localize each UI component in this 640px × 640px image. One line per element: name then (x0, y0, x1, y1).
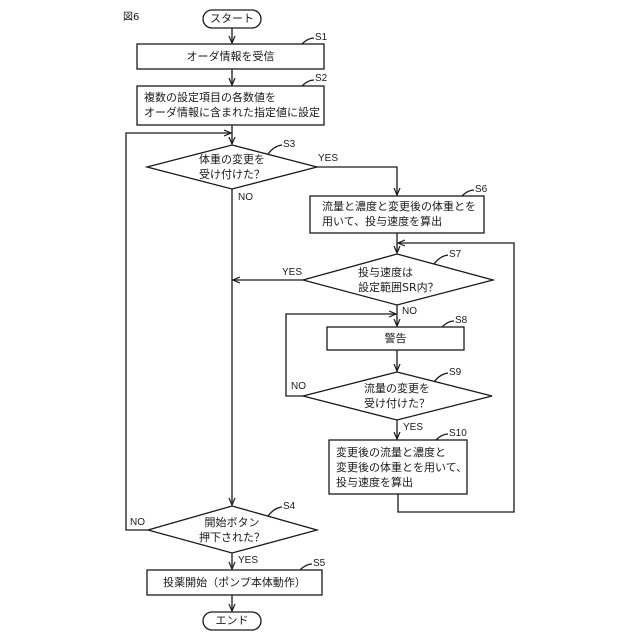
s10-leader (436, 434, 448, 440)
s2-text-line2: オーダ情報に含まれた指定値に設定 (144, 105, 320, 120)
s2-text-line1: 複数の設定項目の各数値を (144, 90, 276, 105)
s4-text-line1: 開始ボタン (182, 515, 282, 530)
s3-text-line1: 体重の変更を (182, 152, 282, 167)
s8-step-id: S8 (455, 315, 467, 326)
s1-leader (302, 38, 314, 44)
figure-label: 図6 (123, 8, 139, 23)
s7-leader (434, 255, 448, 264)
s10-step-id: S10 (449, 428, 467, 439)
s8-leader (442, 321, 454, 327)
s10-text-line3: 投与速度を算出 (336, 475, 413, 490)
s6-leader (462, 190, 474, 196)
s4-yes-label: YES (238, 555, 258, 566)
edge-s4-no-loop-s3 (126, 133, 231, 530)
s6-step-id: S6 (475, 184, 487, 195)
s7-step-id: S7 (449, 249, 461, 260)
s3-text-line2: 受け付けた？ (182, 167, 282, 182)
s10-text-line2: 変更後の体重とを用いて、 (336, 460, 467, 475)
s4-no-label: NO (130, 517, 145, 528)
s5-leader (300, 564, 312, 570)
s7-text-line2: 設定範囲SR内？ (358, 280, 439, 295)
s5-text: 投薬開始（ポンプ本体動作） (147, 575, 322, 590)
s2-step-id: S2 (315, 73, 327, 84)
s7-text-line1: 投与速度は (358, 265, 413, 280)
start-label: スタート (203, 11, 261, 26)
edge-s3-yes-s6 (317, 167, 397, 195)
s9-yes-label: YES (403, 422, 423, 433)
s2-leader (302, 80, 314, 86)
s5-step-id: S5 (313, 558, 325, 569)
s7-yes-label: YES (282, 267, 302, 278)
s9-no-label: NO (291, 381, 306, 392)
s6-text-line1: 流量と濃度と変更後の体重とを (322, 199, 476, 214)
s9-text-line2: 受け付けた？ (347, 396, 447, 411)
s9-step-id: S9 (449, 367, 461, 378)
end-label: エンド (203, 613, 261, 628)
s1-text: オーダ情報を受信 (137, 49, 324, 64)
s10-text-line1: 変更後の流量と濃度と (336, 445, 446, 460)
s4-step-id: S4 (283, 501, 295, 512)
s6-text-line2: 用いて、投与速度を算出 (322, 214, 442, 229)
s9-text-line1: 流量の変更を (347, 381, 447, 396)
s4-text-line2: 押下された？ (182, 530, 282, 545)
s3-no-label: NO (238, 192, 253, 203)
s7-no-label: NO (402, 306, 417, 317)
s3-step-id: S3 (283, 139, 295, 150)
s3-yes-label: YES (318, 153, 338, 164)
s8-text: 警告 (327, 331, 464, 346)
s1-step-id: S1 (315, 32, 327, 43)
